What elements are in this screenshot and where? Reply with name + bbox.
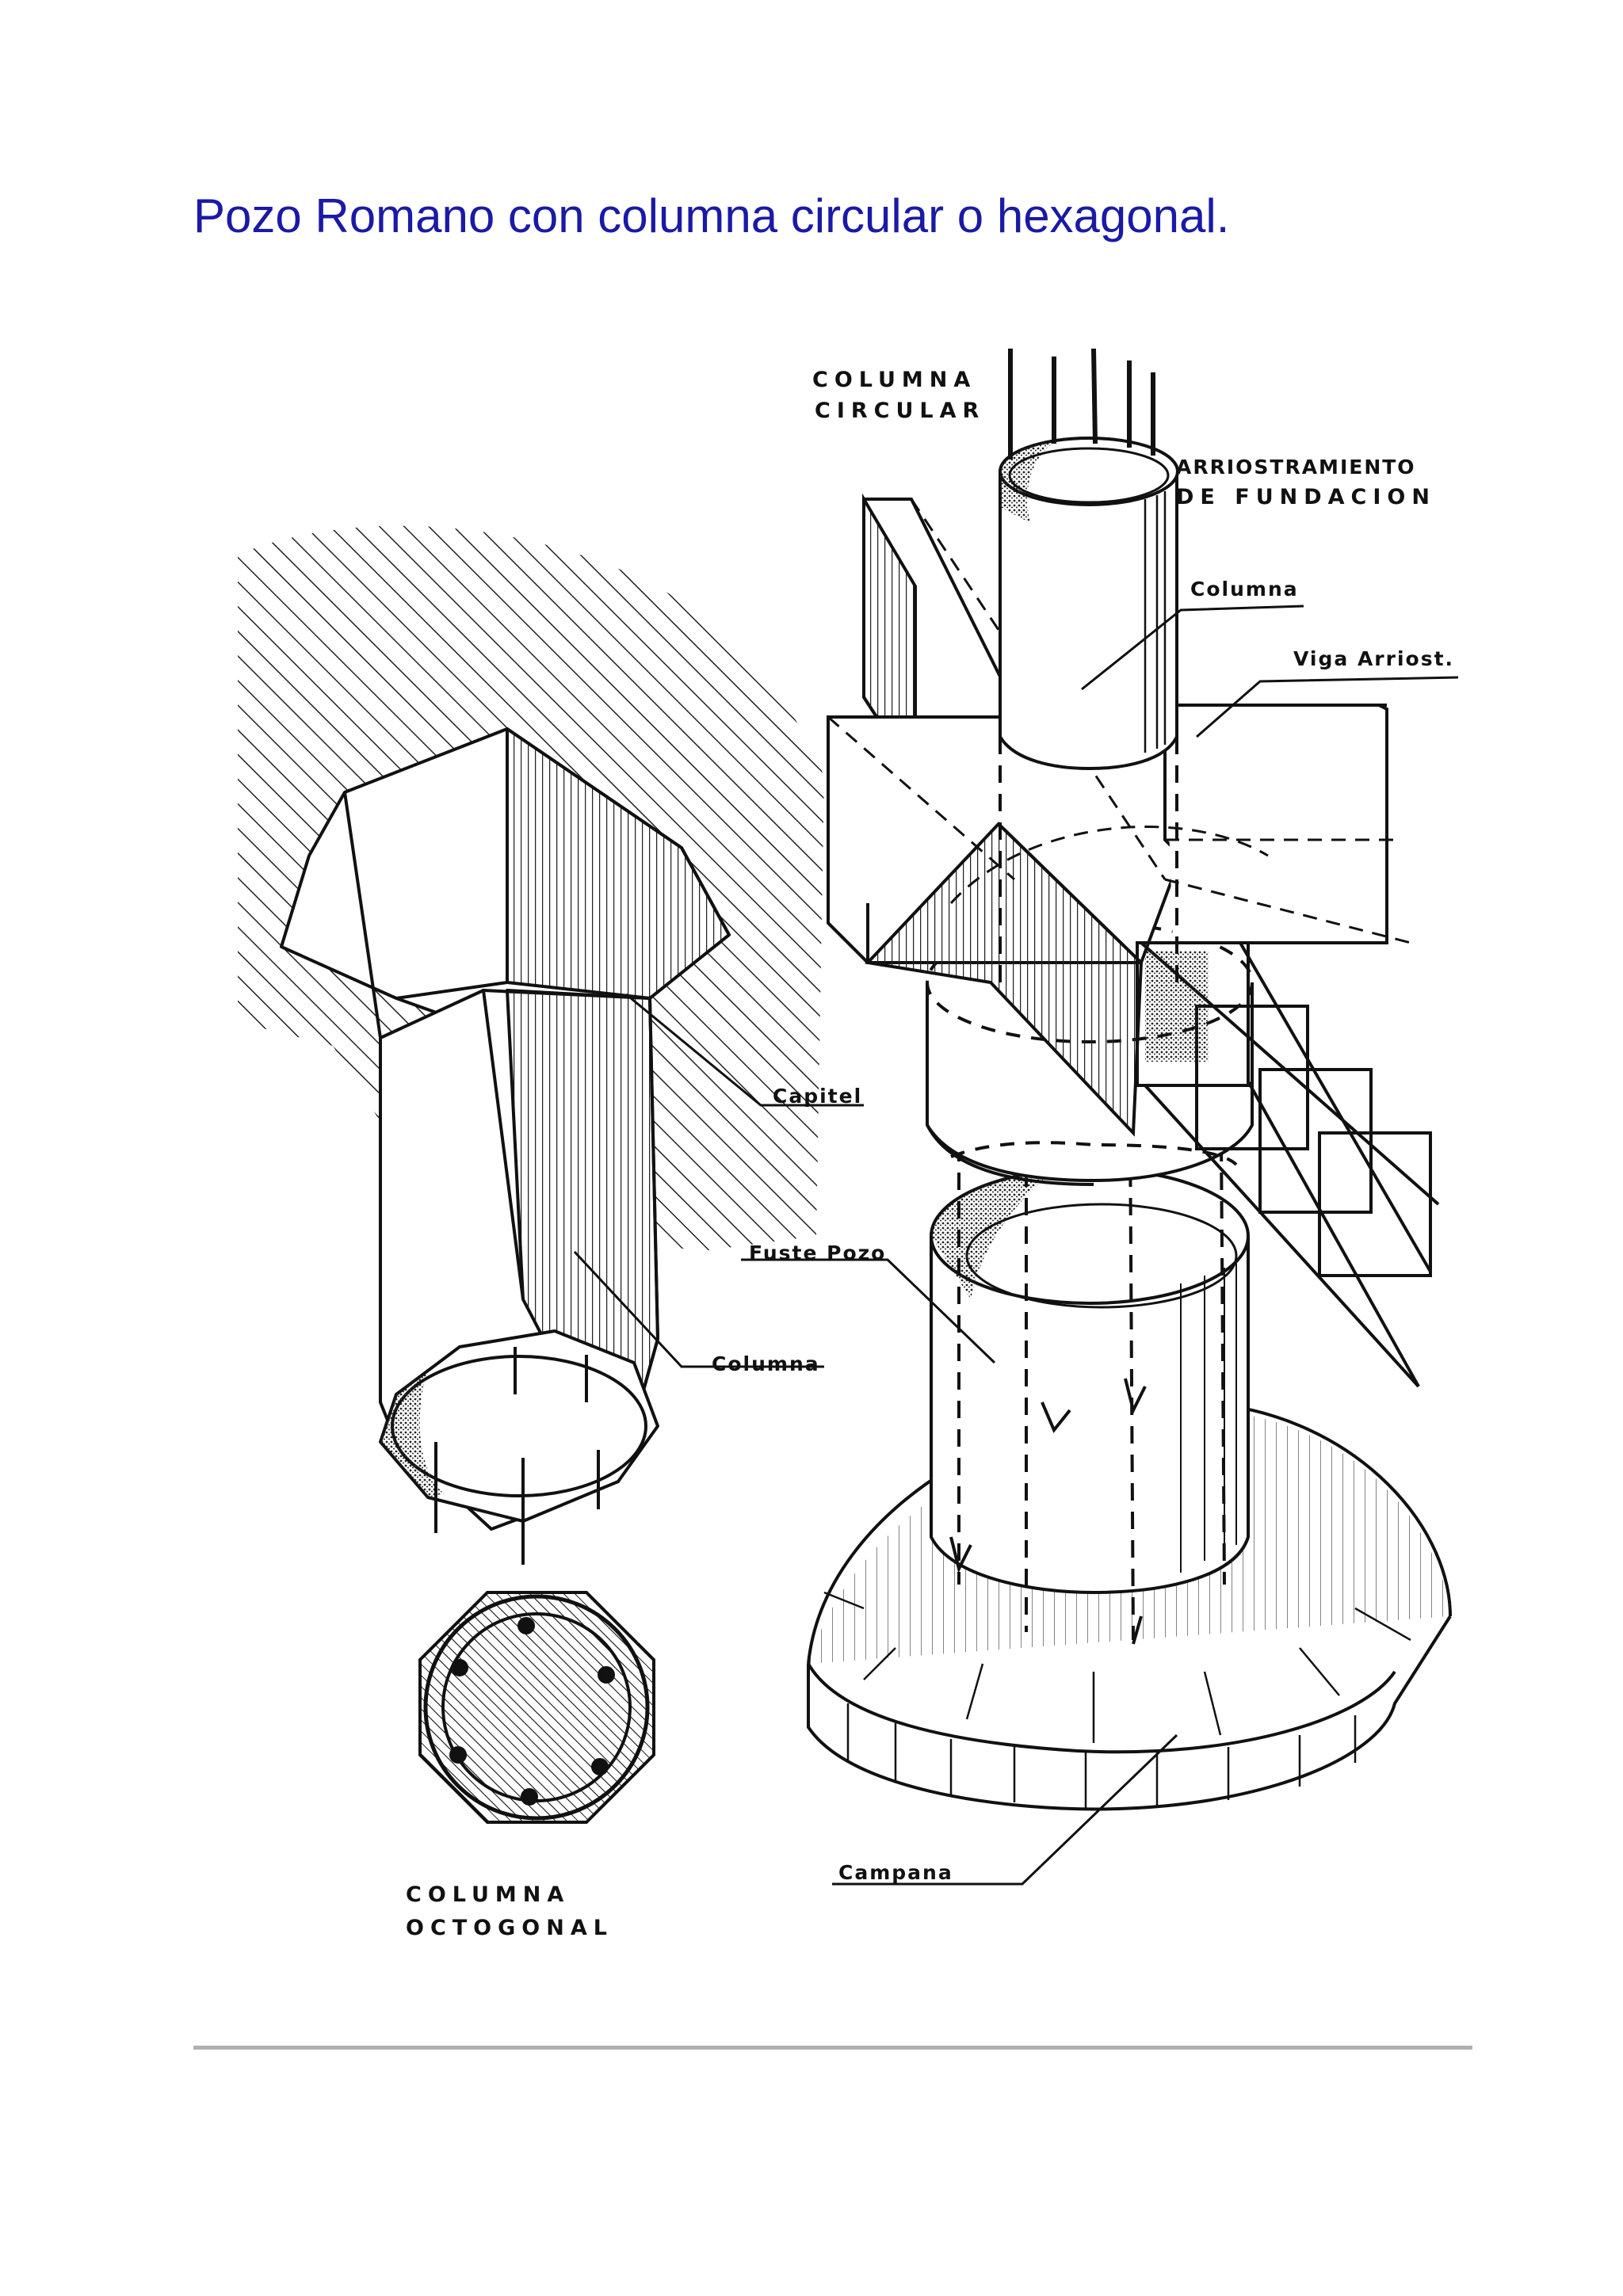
label-columna-right: Columna [1190, 578, 1299, 601]
label-arriostramiento-1: ARRIOSTRAMIENTO [1176, 456, 1416, 479]
label-viga-arriostramiento: Viga Arriost. [1293, 647, 1454, 670]
label-capitel: Capitel [773, 1085, 862, 1108]
octagonal-column-3d [280, 727, 731, 1565]
label-columna-left: Columna [712, 1352, 820, 1375]
label-columna-circular-1: COLUMNA [812, 368, 976, 392]
label-campana: Campana [838, 1861, 953, 1884]
octagonal-section [418, 1591, 655, 1824]
label-columna-octogonal-1: COLUMNA [406, 1882, 570, 1907]
diagram-labels: COLUMNA CIRCULAR ARRIOSTRAMIENTO DE FUND… [406, 368, 1454, 1940]
label-columna-circular-2: CIRCULAR [815, 399, 985, 423]
viga-arriostramiento [827, 493, 1440, 1388]
horizontal-rule [193, 2046, 1472, 2050]
page-title: Pozo Romano con columna circular o hexag… [193, 189, 1230, 242]
columna-circular-3d [999, 348, 1179, 990]
label-arriostramiento-2: DE FUNDACION [1176, 485, 1436, 509]
label-columna-octogonal-2: OCTOGONAL [406, 1916, 613, 1940]
leader-lines [573, 605, 1459, 1886]
label-fuste-pozo: Fuste Pozo [749, 1241, 886, 1264]
